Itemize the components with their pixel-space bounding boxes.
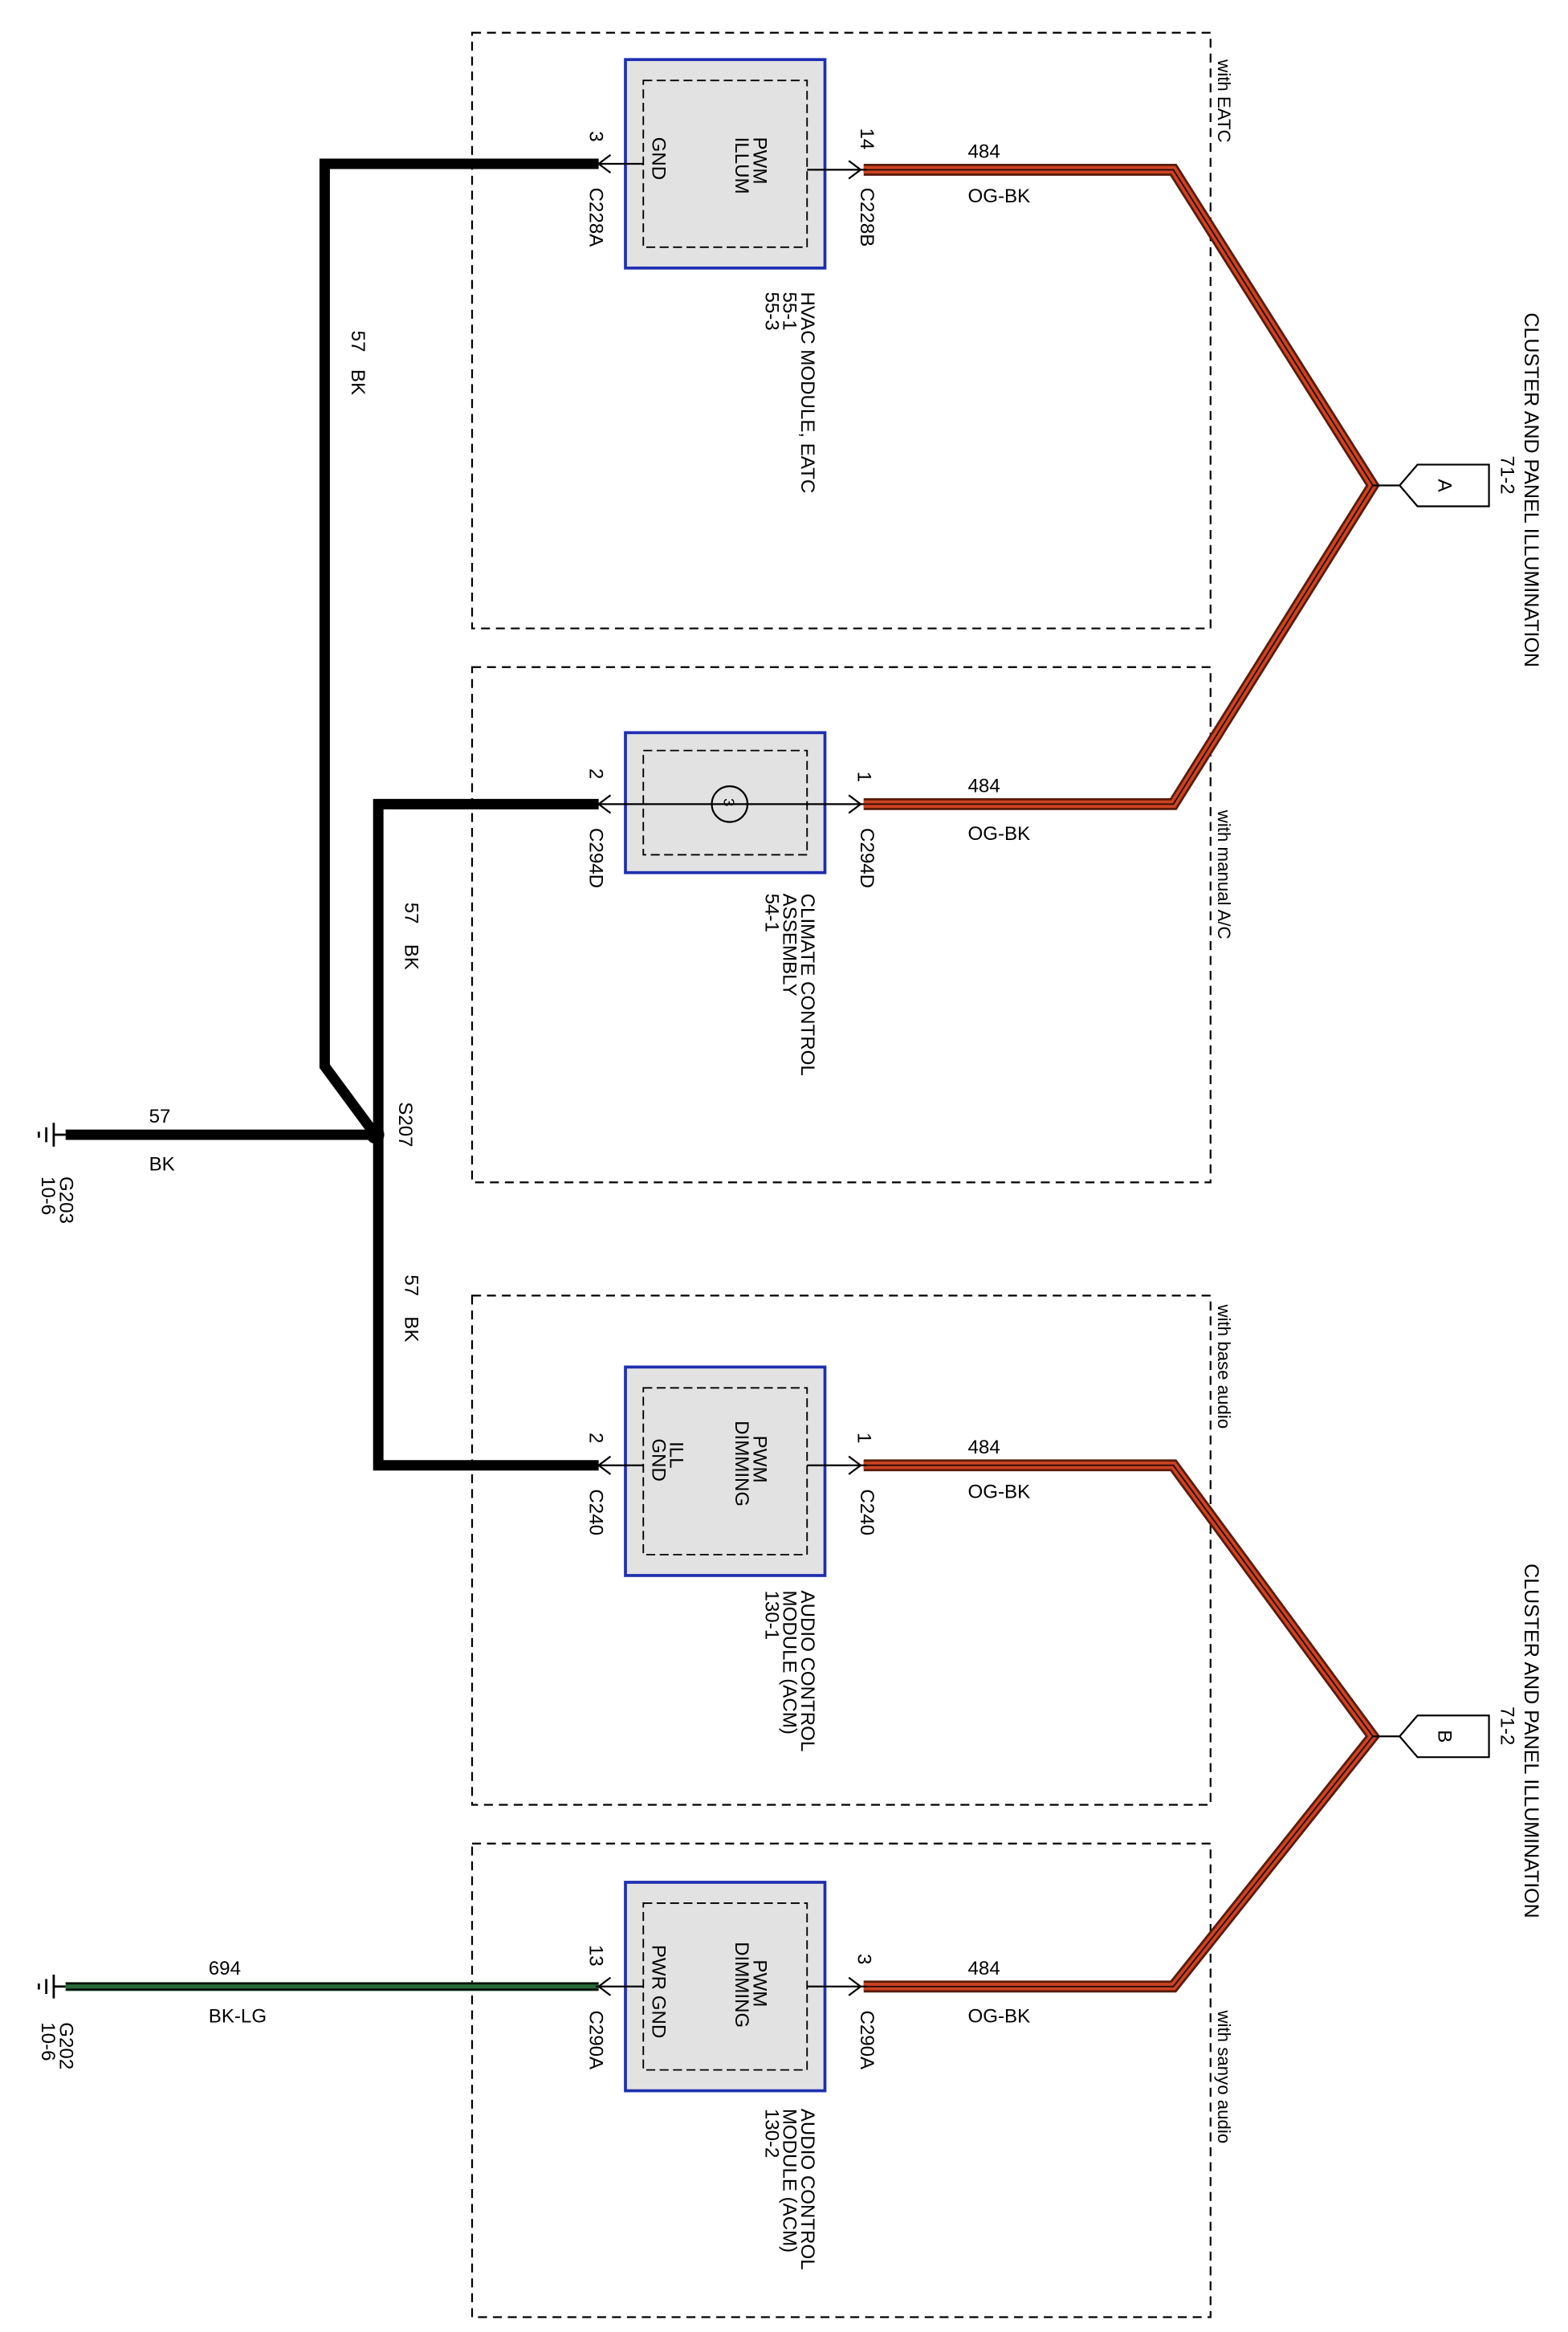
condition-box-base-audio bbox=[470, 1294, 1212, 1806]
connector-c240-1: C240 bbox=[856, 1489, 878, 1535]
pin-number-c290a-3: 3 bbox=[853, 1954, 874, 1964]
connector-c240-2: C240 bbox=[585, 1489, 607, 1535]
destination-b-page: 71-2 bbox=[1496, 1706, 1517, 1745]
pin-number-c240-1: 1 bbox=[853, 1433, 874, 1443]
ground-g202-name: G202 bbox=[55, 2022, 76, 2069]
module-eatc-name: HVAC MODULE, EATC bbox=[796, 292, 818, 493]
wire-circuit-694: 694 bbox=[209, 1958, 241, 1979]
pin-number-c240-2: 2 bbox=[585, 1433, 607, 1443]
pin-label-dimming: DIMMING bbox=[731, 1421, 752, 1506]
condition-box-manual-ac bbox=[470, 666, 1212, 1184]
module-climate-ref: 54-1 bbox=[760, 894, 782, 932]
wire-label-bk-base: BK bbox=[401, 1316, 422, 1342]
splice-label: S207 bbox=[394, 1102, 416, 1147]
condition-manual-ac: with manual A/C bbox=[1214, 809, 1234, 940]
pin-label-pwm-3: PWM bbox=[748, 1959, 770, 2007]
pin-arrow-c228a bbox=[597, 153, 612, 174]
flag-a-letter: A bbox=[1433, 479, 1455, 492]
wire-57-eatc bbox=[319, 158, 599, 1138]
destination-flag-b: B bbox=[1398, 1714, 1490, 1759]
pin-arrow-c290a-3 bbox=[848, 1976, 862, 1996]
connector-c294d-1: C294D bbox=[856, 828, 878, 888]
connector-c228b: C228B bbox=[856, 188, 878, 247]
pin-arrow-c290a-13 bbox=[597, 1976, 612, 1996]
condition-box-sanyo-audio bbox=[470, 1842, 1212, 2318]
wire-label-57-eatc: 57 bbox=[347, 331, 369, 353]
pin-number-c294d-1: 1 bbox=[853, 772, 874, 782]
pin-arrow-c240-1 bbox=[848, 1455, 862, 1475]
ground-symbol-g202 bbox=[37, 1974, 66, 1999]
wire-color-og-bk-eatc: OG-BK bbox=[968, 186, 1031, 207]
module-acm-sanyo-ref: 130-2 bbox=[760, 2109, 782, 2159]
pin-label-illum: ILLUM bbox=[731, 137, 752, 194]
pin-arrow-c228b bbox=[848, 160, 862, 180]
module-acm-sanyo-name: AUDIO CONTROL bbox=[796, 2109, 818, 2270]
wire-color-bk-ground: BK bbox=[149, 1154, 175, 1176]
pin-label-ill-gnd: GND bbox=[647, 1438, 669, 1482]
module-climate-name2: ASSEMBLY bbox=[779, 894, 800, 997]
destination-b-title: CLUSTER AND PANEL ILLUMINATION bbox=[1520, 1564, 1542, 1918]
module-acm-base-ref: 130-1 bbox=[760, 1591, 782, 1641]
pin-label-ill: ILL bbox=[666, 1441, 687, 1468]
ground-g202-page: 10-6 bbox=[37, 2022, 59, 2061]
module-climate-name: CLIMATE CONTROL bbox=[796, 894, 818, 1076]
destination-a-title: CLUSTER AND PANEL ILLUMINATION bbox=[1520, 312, 1542, 667]
wire-circuit-484-base: 484 bbox=[968, 1437, 1000, 1458]
module-climate-control bbox=[595, 731, 864, 874]
wire-color-og-bk-sanyo: OG-BK bbox=[968, 2005, 1031, 2027]
wire-color-og-bk-manual: OG-BK bbox=[968, 823, 1031, 845]
flag-b-letter: B bbox=[1433, 1730, 1455, 1743]
ground-g203-name: G203 bbox=[55, 1176, 76, 1224]
module-acm-base bbox=[624, 1365, 827, 1577]
wire-label-bk-eatc: BK bbox=[347, 369, 369, 395]
wire-694 bbox=[65, 1982, 599, 1992]
splice-s207 bbox=[366, 1125, 385, 1144]
wire-circuit-484-manual: 484 bbox=[968, 776, 1000, 797]
condition-eatc: with EATC bbox=[1214, 59, 1234, 142]
pin-number-c228b: 14 bbox=[856, 128, 878, 149]
destination-flag-a: A bbox=[1398, 463, 1490, 508]
condition-base-audio: with base audio bbox=[1214, 1303, 1234, 1429]
lamp-label: 3 bbox=[720, 798, 737, 806]
module-acm-base-name2: MODULE (ACM) bbox=[779, 1591, 800, 1735]
pin-number-c228a: 3 bbox=[585, 131, 607, 141]
pin-number-c290a-13: 13 bbox=[585, 1945, 607, 1967]
ground-symbol-g203 bbox=[37, 1123, 66, 1147]
condition-box-eatc bbox=[470, 31, 1212, 630]
pin-number-c294d-2: 2 bbox=[585, 768, 607, 779]
pin-label-pwr-gnd: PWR GND bbox=[647, 1945, 669, 2038]
connector-c294d-2: C294D bbox=[585, 828, 607, 888]
pin-arrow-c240-2 bbox=[597, 1455, 612, 1475]
connector-c290a-13: C290A bbox=[585, 2010, 607, 2070]
condition-sanyo-audio: with sanyo audio bbox=[1214, 2009, 1234, 2143]
pin-label-pwm-2: PWM bbox=[748, 1436, 770, 1483]
pin-arrow-c294d-2 bbox=[597, 794, 612, 814]
wire-label-57-base: 57 bbox=[401, 1274, 422, 1296]
wire-484-top bbox=[863, 163, 1380, 810]
pin-label-pwm: PWM bbox=[748, 137, 770, 185]
wire-circuit-57-ground: 57 bbox=[149, 1106, 171, 1127]
wire-color-og-bk-base: OG-BK bbox=[968, 1482, 1031, 1503]
wire-57-manual bbox=[373, 798, 599, 1135]
connector-c228a: C228A bbox=[585, 188, 607, 248]
destination-a-page: 71-2 bbox=[1496, 455, 1517, 494]
wire-circuit-484-eatc: 484 bbox=[968, 141, 1000, 163]
module-acm-base-name: AUDIO CONTROL bbox=[796, 1591, 818, 1752]
module-acm-sanyo-name2: MODULE (ACM) bbox=[779, 2109, 800, 2252]
pin-label-gnd: GND bbox=[647, 137, 669, 181]
wire-color-bk-lg: BK-LG bbox=[209, 2005, 267, 2027]
ground-g203-page: 10-6 bbox=[37, 1176, 59, 1215]
module-eatc-ref1: 55-1 bbox=[779, 292, 800, 330]
wire-label-bk-manual: BK bbox=[401, 944, 422, 970]
connector-c290a-3: C290A bbox=[856, 2010, 878, 2070]
wire-circuit-484-sanyo: 484 bbox=[968, 1958, 1000, 1979]
wire-57-base-audio bbox=[373, 1135, 599, 1471]
module-acm-sanyo bbox=[624, 1881, 827, 2093]
wire-label-57-manual: 57 bbox=[401, 903, 422, 924]
module-eatc-ref2: 55-3 bbox=[760, 292, 782, 330]
wire-484-bottom bbox=[863, 1459, 1381, 1993]
pin-label-dimming-2: DIMMING bbox=[731, 1942, 752, 2028]
pin-arrow-c294d-1 bbox=[848, 794, 862, 814]
